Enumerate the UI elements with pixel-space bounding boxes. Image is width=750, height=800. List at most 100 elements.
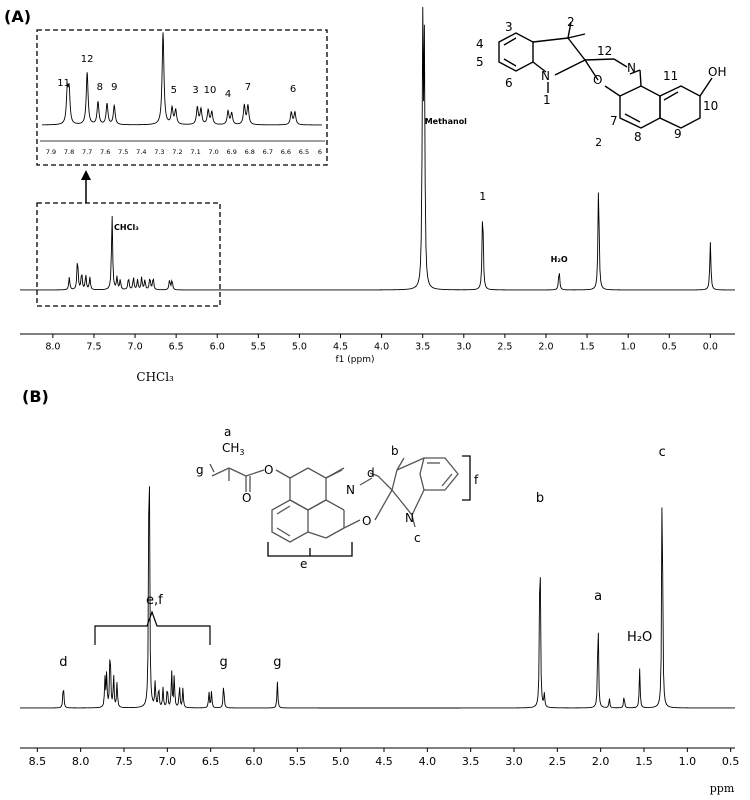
axis-tick-label: 4.0 <box>374 342 389 353</box>
structure-b-label: O <box>362 514 371 528</box>
axis-tick-label: 6.0 <box>245 755 263 768</box>
axis-tick-label: 1.0 <box>621 342 636 353</box>
structure-b-label: N <box>405 511 414 525</box>
axis-tick-label: 6.5 <box>169 342 184 353</box>
inset-tick-label: 7.5 <box>118 148 128 156</box>
inset-tick-label: 6 <box>318 148 322 156</box>
axis-tick-label: 1.5 <box>635 755 653 768</box>
axis-tick-label: 4.5 <box>333 342 348 353</box>
structure-b <box>209 455 471 557</box>
inset-box <box>36 29 328 166</box>
structure-a-label: 3 <box>505 20 513 34</box>
axis-tick-label: 6.5 <box>202 755 220 768</box>
peak-label: g <box>273 655 281 670</box>
axis-tick-label: 8.0 <box>72 755 90 768</box>
axis-tick-label: 0.0 <box>703 342 718 353</box>
axis-tick-label: 3.5 <box>462 755 480 768</box>
panel-a-x-axis-label: f1 (ppm) <box>336 355 375 365</box>
structure-a-labels: 3 4 5 6 2 12 N O N 1 11 OH 10 7 8 9 <box>476 15 726 144</box>
axis-tick-label: 5.0 <box>292 342 307 353</box>
panel-b-x-axis-label: ppm <box>710 782 735 795</box>
zoom-arrow-head <box>81 170 91 180</box>
axis-tick-label: 0.5 <box>722 755 740 768</box>
inset-tick-label: 7.7 <box>82 148 92 156</box>
peak-label: 2 <box>595 136 602 149</box>
structure-b-label: c <box>414 531 421 545</box>
structure-b-label: N <box>346 483 355 497</box>
structure-b-label: f <box>474 473 479 487</box>
structure-a-label: 8 <box>634 130 642 144</box>
e-f-region-brace <box>94 610 211 645</box>
structure-a-label: 6 <box>505 76 513 90</box>
axis-tick-label: 2.5 <box>549 755 567 768</box>
peak-label: Methanol <box>425 117 467 126</box>
inset-tick-label: 6.7 <box>263 148 273 156</box>
inset-peak-label: 11 <box>57 78 70 89</box>
inset-tick-label: 7.2 <box>172 148 182 156</box>
structure-b-label: g <box>196 463 204 477</box>
axis-tick-label: 7.0 <box>159 755 177 768</box>
inset-peak-label: 9 <box>111 82 117 93</box>
axis-tick-label: 2.5 <box>497 342 512 353</box>
peak-label: 1 <box>479 190 486 203</box>
structure-a-label: 9 <box>674 127 682 141</box>
axis-tick-label: 8.0 <box>45 342 60 353</box>
panel-a-label: (A) <box>4 7 31 26</box>
structure-a-label: 1 <box>543 93 551 107</box>
structure-b-label: d <box>367 466 375 480</box>
spectrum-trace <box>20 486 735 709</box>
peak-label: g <box>220 655 228 670</box>
inset-peak-label: 7 <box>245 82 251 93</box>
inset-peak-label: 8 <box>97 82 103 93</box>
inset-peak-label: 4 <box>225 89 231 100</box>
structure-a-label: 11 <box>663 69 678 83</box>
peak-label: H₂O <box>551 255 568 264</box>
structure-a-label: 12 <box>597 44 612 58</box>
axis-tick-label: 3.0 <box>456 342 471 353</box>
peak-label: b <box>536 491 544 506</box>
structure-a-label: 10 <box>703 99 718 113</box>
peak-label: d <box>59 655 67 670</box>
inset-tick-label: 6.9 <box>227 148 237 156</box>
axis-tick-label: 2.0 <box>592 755 610 768</box>
structure-b-methyl: CH3 <box>222 441 245 457</box>
inset-tick-label: 7.4 <box>136 148 146 156</box>
structure-b-label: O <box>242 491 251 505</box>
structure-b-labels: a b c d e f g N O N O O <box>196 425 479 571</box>
structure-a-label: N <box>627 61 636 75</box>
axis-tick-label: 8.5 <box>29 755 47 768</box>
inset-peak-label: 5 <box>171 85 177 96</box>
axis-tick-label: 1.5 <box>580 342 595 353</box>
inset-tick-label: 7.1 <box>190 148 200 156</box>
axis-tick-label: 1.0 <box>679 755 697 768</box>
structure-a-label: 2 <box>567 15 575 29</box>
structure-a-label: 7 <box>610 114 618 128</box>
axis-tick-label: 3.5 <box>415 342 430 353</box>
aromatic-region-box <box>36 202 221 307</box>
structure-a-label: N <box>541 69 550 83</box>
peak-label: CHCl₃ <box>114 223 139 232</box>
peak-label: c <box>659 445 666 460</box>
axis-tick-label: 6.0 <box>210 342 225 353</box>
inset-peak-label: 12 <box>81 54 94 65</box>
inset-peak-label: 10 <box>204 85 217 96</box>
axis-tick-label: 0.5 <box>662 342 677 353</box>
structure-a-label: OH <box>708 65 726 79</box>
structure-b-label: b <box>391 444 399 458</box>
spectrum-trace <box>20 6 735 291</box>
peak-label: CHCl₃ <box>136 370 174 384</box>
axis-tick-label: 2.0 <box>538 342 553 353</box>
peak-label: e,f <box>146 593 163 608</box>
axis-tick-label: 4.5 <box>375 755 393 768</box>
panel-b-label: (B) <box>22 387 49 406</box>
axis-tick-label: 7.5 <box>86 342 101 353</box>
inset-peak-label: 6 <box>290 84 296 95</box>
structure-a-label: 5 <box>476 55 484 69</box>
